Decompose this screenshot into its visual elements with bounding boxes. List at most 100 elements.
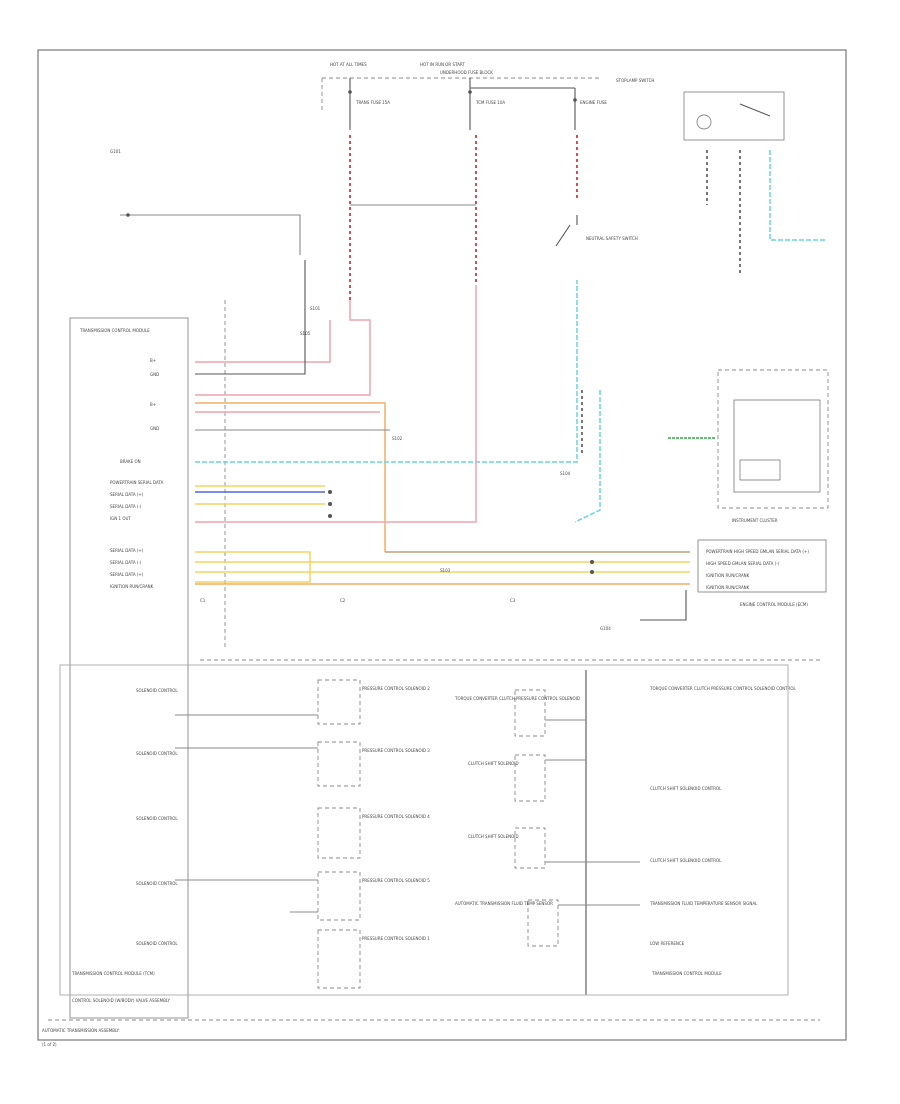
solenoid-label: PRESSURE CONTROL SOLENOID 1: [362, 936, 430, 941]
tcm-pin-label: IGN 1 OUT: [110, 516, 131, 521]
stoplamp-switch-contact: [555, 215, 578, 247]
ecm-ground-wire: [640, 590, 687, 621]
control-solenoid-label: CONTROL SOLENOID (W/BODY) VALVE ASSEMBLY: [72, 998, 171, 1003]
solenoid-label: PRESSURE CONTROL SOLENOID 5: [362, 878, 430, 883]
right-block-label: CLUTCH SHIFT SOLENOID CONTROL: [650, 858, 722, 863]
control-solenoid-box: [59, 664, 789, 996]
solenoid-right-label: CLUTCH SHIFT SOLENOID: [468, 761, 519, 766]
connector-label: C1: [200, 598, 206, 603]
ground-label: G101: [110, 149, 121, 154]
right-block-label: TORQUE CONVERTER CLUTCH PRESSURE CONTROL…: [649, 686, 797, 691]
solenoid-label: PRESSURE CONTROL SOLENOID 4: [362, 814, 430, 819]
relay-box: [683, 91, 785, 141]
tcm-title: TRANSMISSION CONTROL MODULE (TCM): [71, 971, 155, 976]
connector-terminal: [328, 490, 332, 494]
data-loop-wire: [195, 551, 311, 583]
ecm-pin-label: IGNITION RUN/CRANK: [706, 573, 750, 578]
tcm-module-title: TRANSMISSION CONTROL MODULE: [79, 328, 150, 333]
fuse-2-label: TCM FUSE 10A: [475, 100, 505, 105]
tcm-inner-title: TRANSMISSION CONTROL MODULE: [651, 971, 722, 976]
pressure-control-solenoid-5-box: [317, 871, 361, 921]
pressure-control-solenoid-2-box: [317, 679, 361, 725]
tcm-pin-label: B+: [150, 402, 156, 407]
solenoid-right-label: CLUTCH SHIFT SOLENOID: [468, 834, 519, 839]
tcm-pin-label: POWERTRAIN SERIAL DATA: [110, 480, 164, 485]
tcm-pin-label: GND: [150, 426, 159, 431]
solenoid-control-label: SOLENOID CONTROL: [136, 751, 178, 756]
solenoid-control-label: SOLENOID CONTROL: [136, 941, 178, 946]
splice-label: S105: [300, 331, 311, 336]
right-block-label: LOW REFERENCE: [650, 941, 685, 946]
fluid-temp-sensor-box: [527, 899, 559, 947]
ecm-pin-label: HIGH SPEED GMLAN SERIAL DATA (-): [706, 561, 780, 566]
tcm-pin-label: BRAKE ON: [120, 459, 141, 464]
power-wire-2: [195, 260, 306, 375]
tcm-pin-label: SERIAL DATA (+): [110, 548, 144, 553]
tcm-pin-label: SERIAL DATA (-): [110, 560, 142, 565]
tcm-module-box: [69, 317, 189, 1019]
solenoid-right-label: AUTOMATIC TRANSMISSION FLUID TEMP SENSOR: [455, 901, 553, 906]
splice-label: S104: [560, 471, 571, 476]
stoplamp-label: STOPLAMP SWITCH: [616, 78, 654, 83]
solenoid-control-label: SOLENOID CONTROL: [136, 881, 178, 886]
right-block-label: CLUTCH SHIFT SOLENOID CONTROL: [650, 786, 722, 791]
ground-label-2: G104: [600, 626, 611, 631]
power-wire-4: [195, 402, 386, 552]
tcm-pin-label: SERIAL DATA (+): [110, 492, 144, 497]
relay-switch-icon: [739, 103, 771, 117]
right-block-label: TRANSMISSION FLUID TEMPERATURE SENSOR SI…: [649, 901, 758, 906]
splice-label: S101: [310, 306, 321, 311]
neutral-switch-label: NEUTRAL SAFETY SWITCH: [586, 236, 638, 241]
hot-in-run-label: HOT IN RUN OR START: [420, 62, 465, 67]
ecm-label: ENGINE CONTROL MODULE (ECM): [740, 602, 808, 607]
connector-terminal: [328, 502, 332, 506]
fuse-3-terminal: [573, 98, 577, 102]
tcm-pin-label: SERIAL DATA (-): [110, 504, 142, 509]
fuse-3-label: ENGINE FUSE: [580, 100, 607, 105]
power-wire-3: [195, 300, 371, 396]
pressure-control-solenoid-1-box: [317, 929, 361, 989]
fuse-1-terminal: [348, 90, 352, 94]
diagram-frame: [37, 49, 847, 1041]
ecm-pin-label: POWERTRAIN HIGH SPEED GMLAN SERIAL DATA …: [706, 549, 809, 554]
clutch-shift-solenoid-2-box: [514, 827, 546, 869]
ecm-box: [697, 539, 827, 593]
solenoid-right-label: TORQUE CONVERTER CLUTCH PRESSURE CONTROL…: [454, 696, 580, 701]
tcm-pin-label: IGNITION RUN/CRANK: [110, 584, 154, 589]
relay-wire-3: [769, 150, 826, 241]
power-wire-1: [195, 320, 331, 363]
neutral-switch-wire: [574, 390, 601, 523]
connector-terminal: [328, 514, 332, 518]
connector-label: C2: [340, 598, 346, 603]
cluster-module-icon: [739, 459, 781, 481]
connector-terminal: [590, 560, 594, 564]
tcm-pin-label: GND: [150, 372, 159, 377]
fuse-2-terminal: [468, 90, 472, 94]
cluster-label: INSTRUMENT CLUSTER: [732, 518, 778, 523]
fuse-block-label: UNDERHOOD FUSE BLOCK: [440, 70, 493, 75]
solenoid-label: PRESSURE CONTROL SOLENOID 3: [362, 748, 430, 753]
solenoid-label: PRESSURE CONTROL SOLENOID 2: [362, 686, 430, 691]
cluster-inner-box: [733, 399, 821, 493]
left-feed-wire: [120, 214, 301, 255]
tcc-solenoid-box: [514, 689, 546, 737]
pressure-control-solenoid-3-box: [317, 741, 361, 787]
tcm-pin-label: SERIAL DATA (+): [110, 572, 144, 577]
left-feed-terminal: [126, 213, 130, 217]
pressure-control-solenoid-4-box: [317, 807, 361, 859]
relay-coil-icon: [696, 114, 712, 130]
fuse-1-label: TRANS FUSE 15A: [355, 100, 390, 105]
hot-at-all-times-label: HOT AT ALL TIMES: [330, 62, 367, 67]
assembly-label: AUTOMATIC TRANSMISSION ASSEMBLY: [42, 1028, 120, 1033]
splice-label: S102: [392, 436, 403, 441]
ecm-pin-label: IGNITION RUN/CRANK: [706, 585, 750, 590]
page-part-label: (1 of 2): [42, 1042, 57, 1047]
connector-terminal: [590, 570, 594, 574]
solenoid-control-label: SOLENOID CONTROL: [136, 688, 178, 693]
splice-label: S103: [440, 568, 451, 573]
tcm-pin-label: B+: [150, 358, 156, 363]
connector-label: C3: [510, 598, 516, 603]
clutch-shift-solenoid-1-box: [514, 754, 546, 802]
